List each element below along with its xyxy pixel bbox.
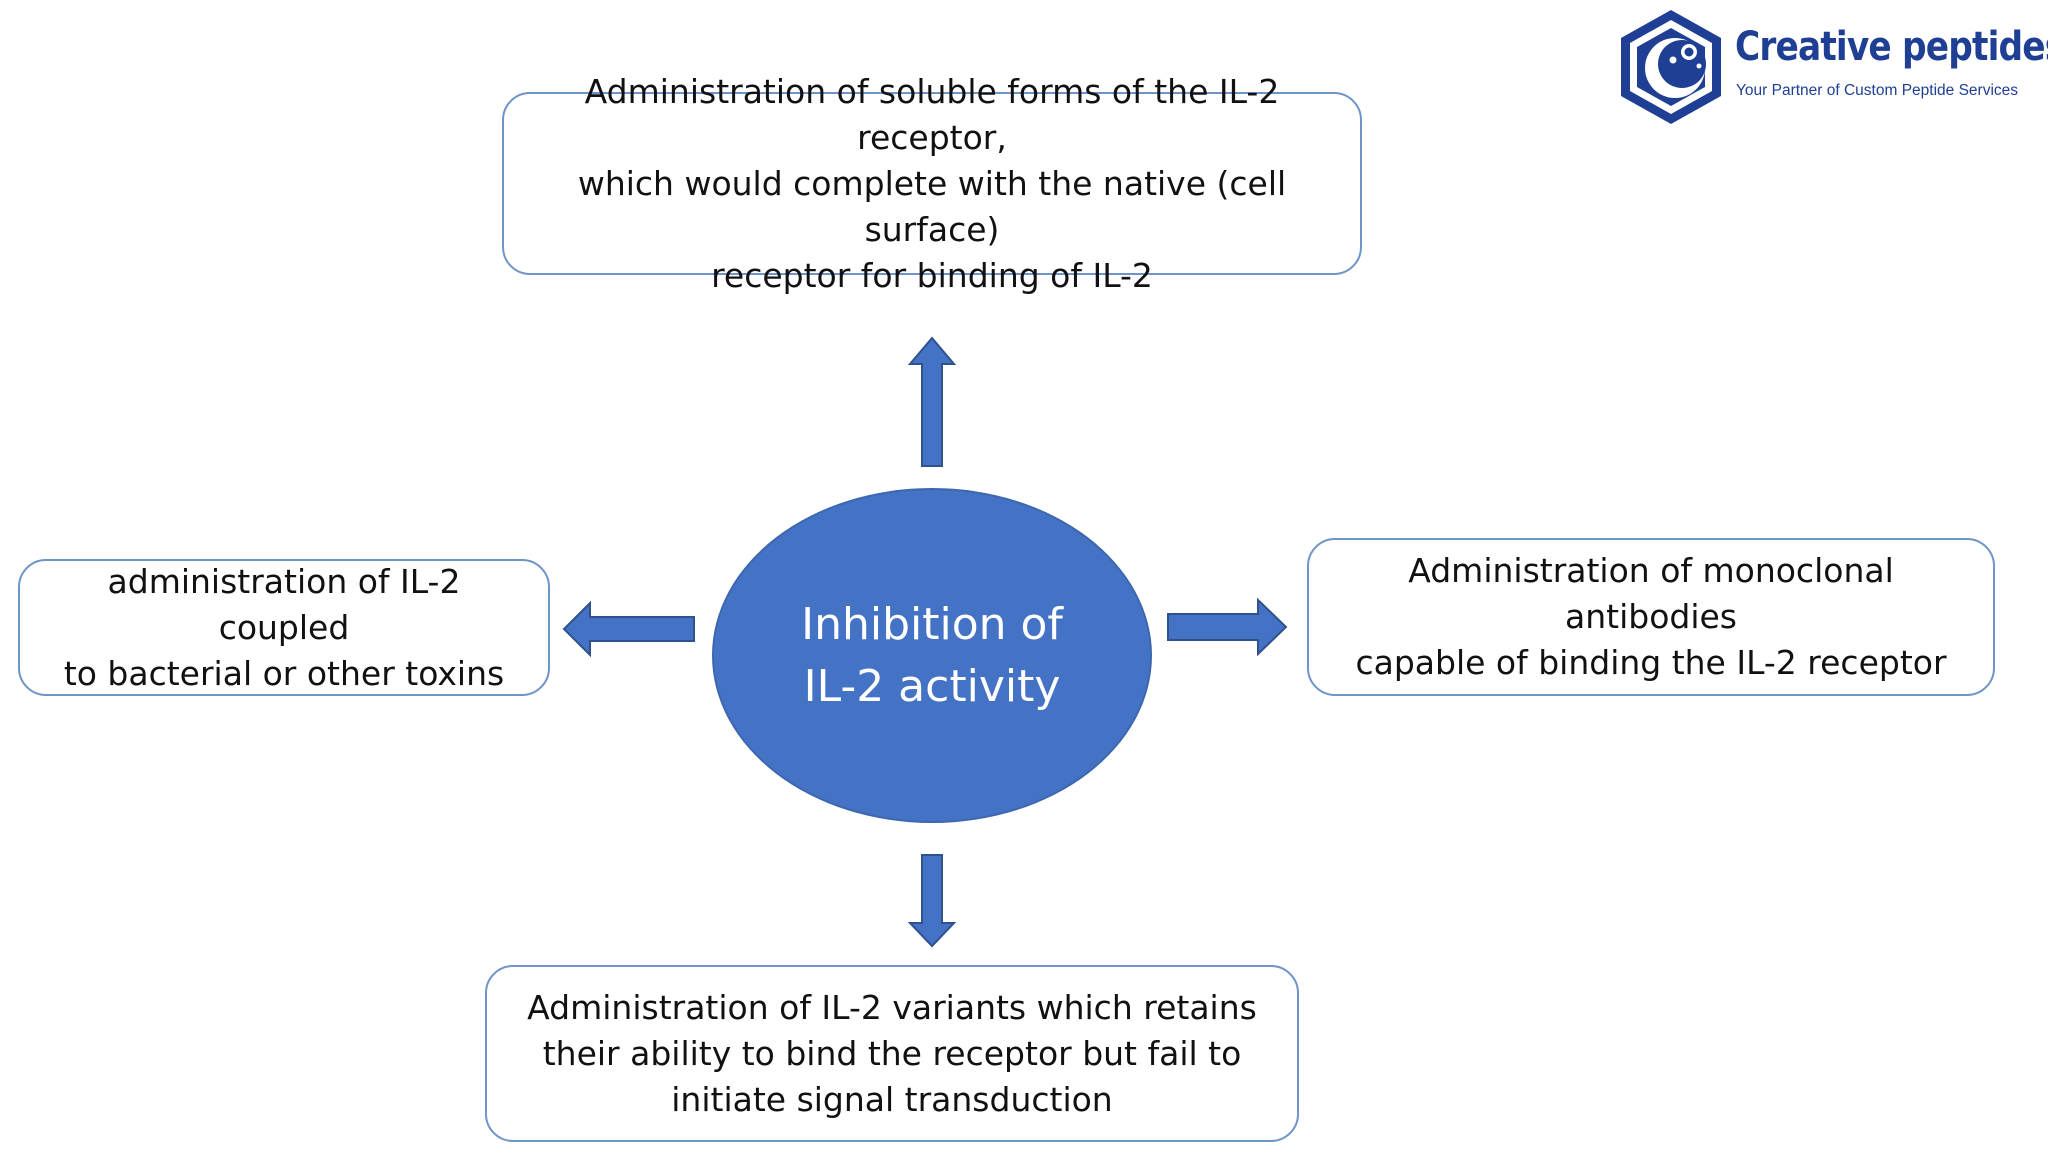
logo-hexagon-icon	[1621, 10, 1721, 124]
center-node-line-1: Inhibition of	[801, 598, 1063, 650]
node-soluble-receptor: Administration of soluble forms of the I…	[502, 72, 1362, 295]
logo-tagline: Your Partner of Custom Peptide Services	[1736, 82, 2019, 99]
node-bottom-line-3: initiate signal transduction	[671, 1079, 1113, 1119]
node-bottom-line-2: their ability to bind the receptor but f…	[542, 1033, 1242, 1073]
center-node-line-2: IL-2 activity	[803, 660, 1061, 712]
node-top-line-2: which would complete with the native (ce…	[577, 163, 1287, 249]
node-monoclonal-antibodies: Administration of monoclonal antibodies …	[1307, 538, 1995, 696]
node-bottom-line-1: Administration of IL-2 variants which re…	[527, 987, 1257, 1027]
node-il2-variants: Administration of IL-2 variants which re…	[485, 965, 1299, 1142]
arrow-right	[1167, 597, 1288, 657]
arrow-left	[562, 600, 695, 658]
node-right-line-2: capable of binding the IL-2 receptor	[1355, 643, 1947, 682]
arrow-up	[907, 336, 957, 467]
node-left-line-1: administration of IL-2 coupled	[107, 561, 461, 647]
center-node-inhibition-of-il2: Inhibition of IL-2 activity	[712, 488, 1152, 823]
arrow-down	[907, 854, 957, 948]
node-il2-toxin-conjugate: administration of IL-2 coupled to bacter…	[18, 559, 550, 696]
node-right-line-1: Administration of monoclonal antibodies	[1408, 551, 1894, 636]
node-left-line-2: to bacterial or other toxins	[63, 653, 505, 693]
node-top-line-1: Administration of soluble forms of the I…	[584, 71, 1280, 157]
node-top-line-3: receptor for binding of IL-2	[711, 255, 1153, 295]
company-logo: Creative peptides Your Partner of Custom…	[1615, 6, 2048, 126]
logo-title: Creative peptides	[1735, 24, 2048, 70]
